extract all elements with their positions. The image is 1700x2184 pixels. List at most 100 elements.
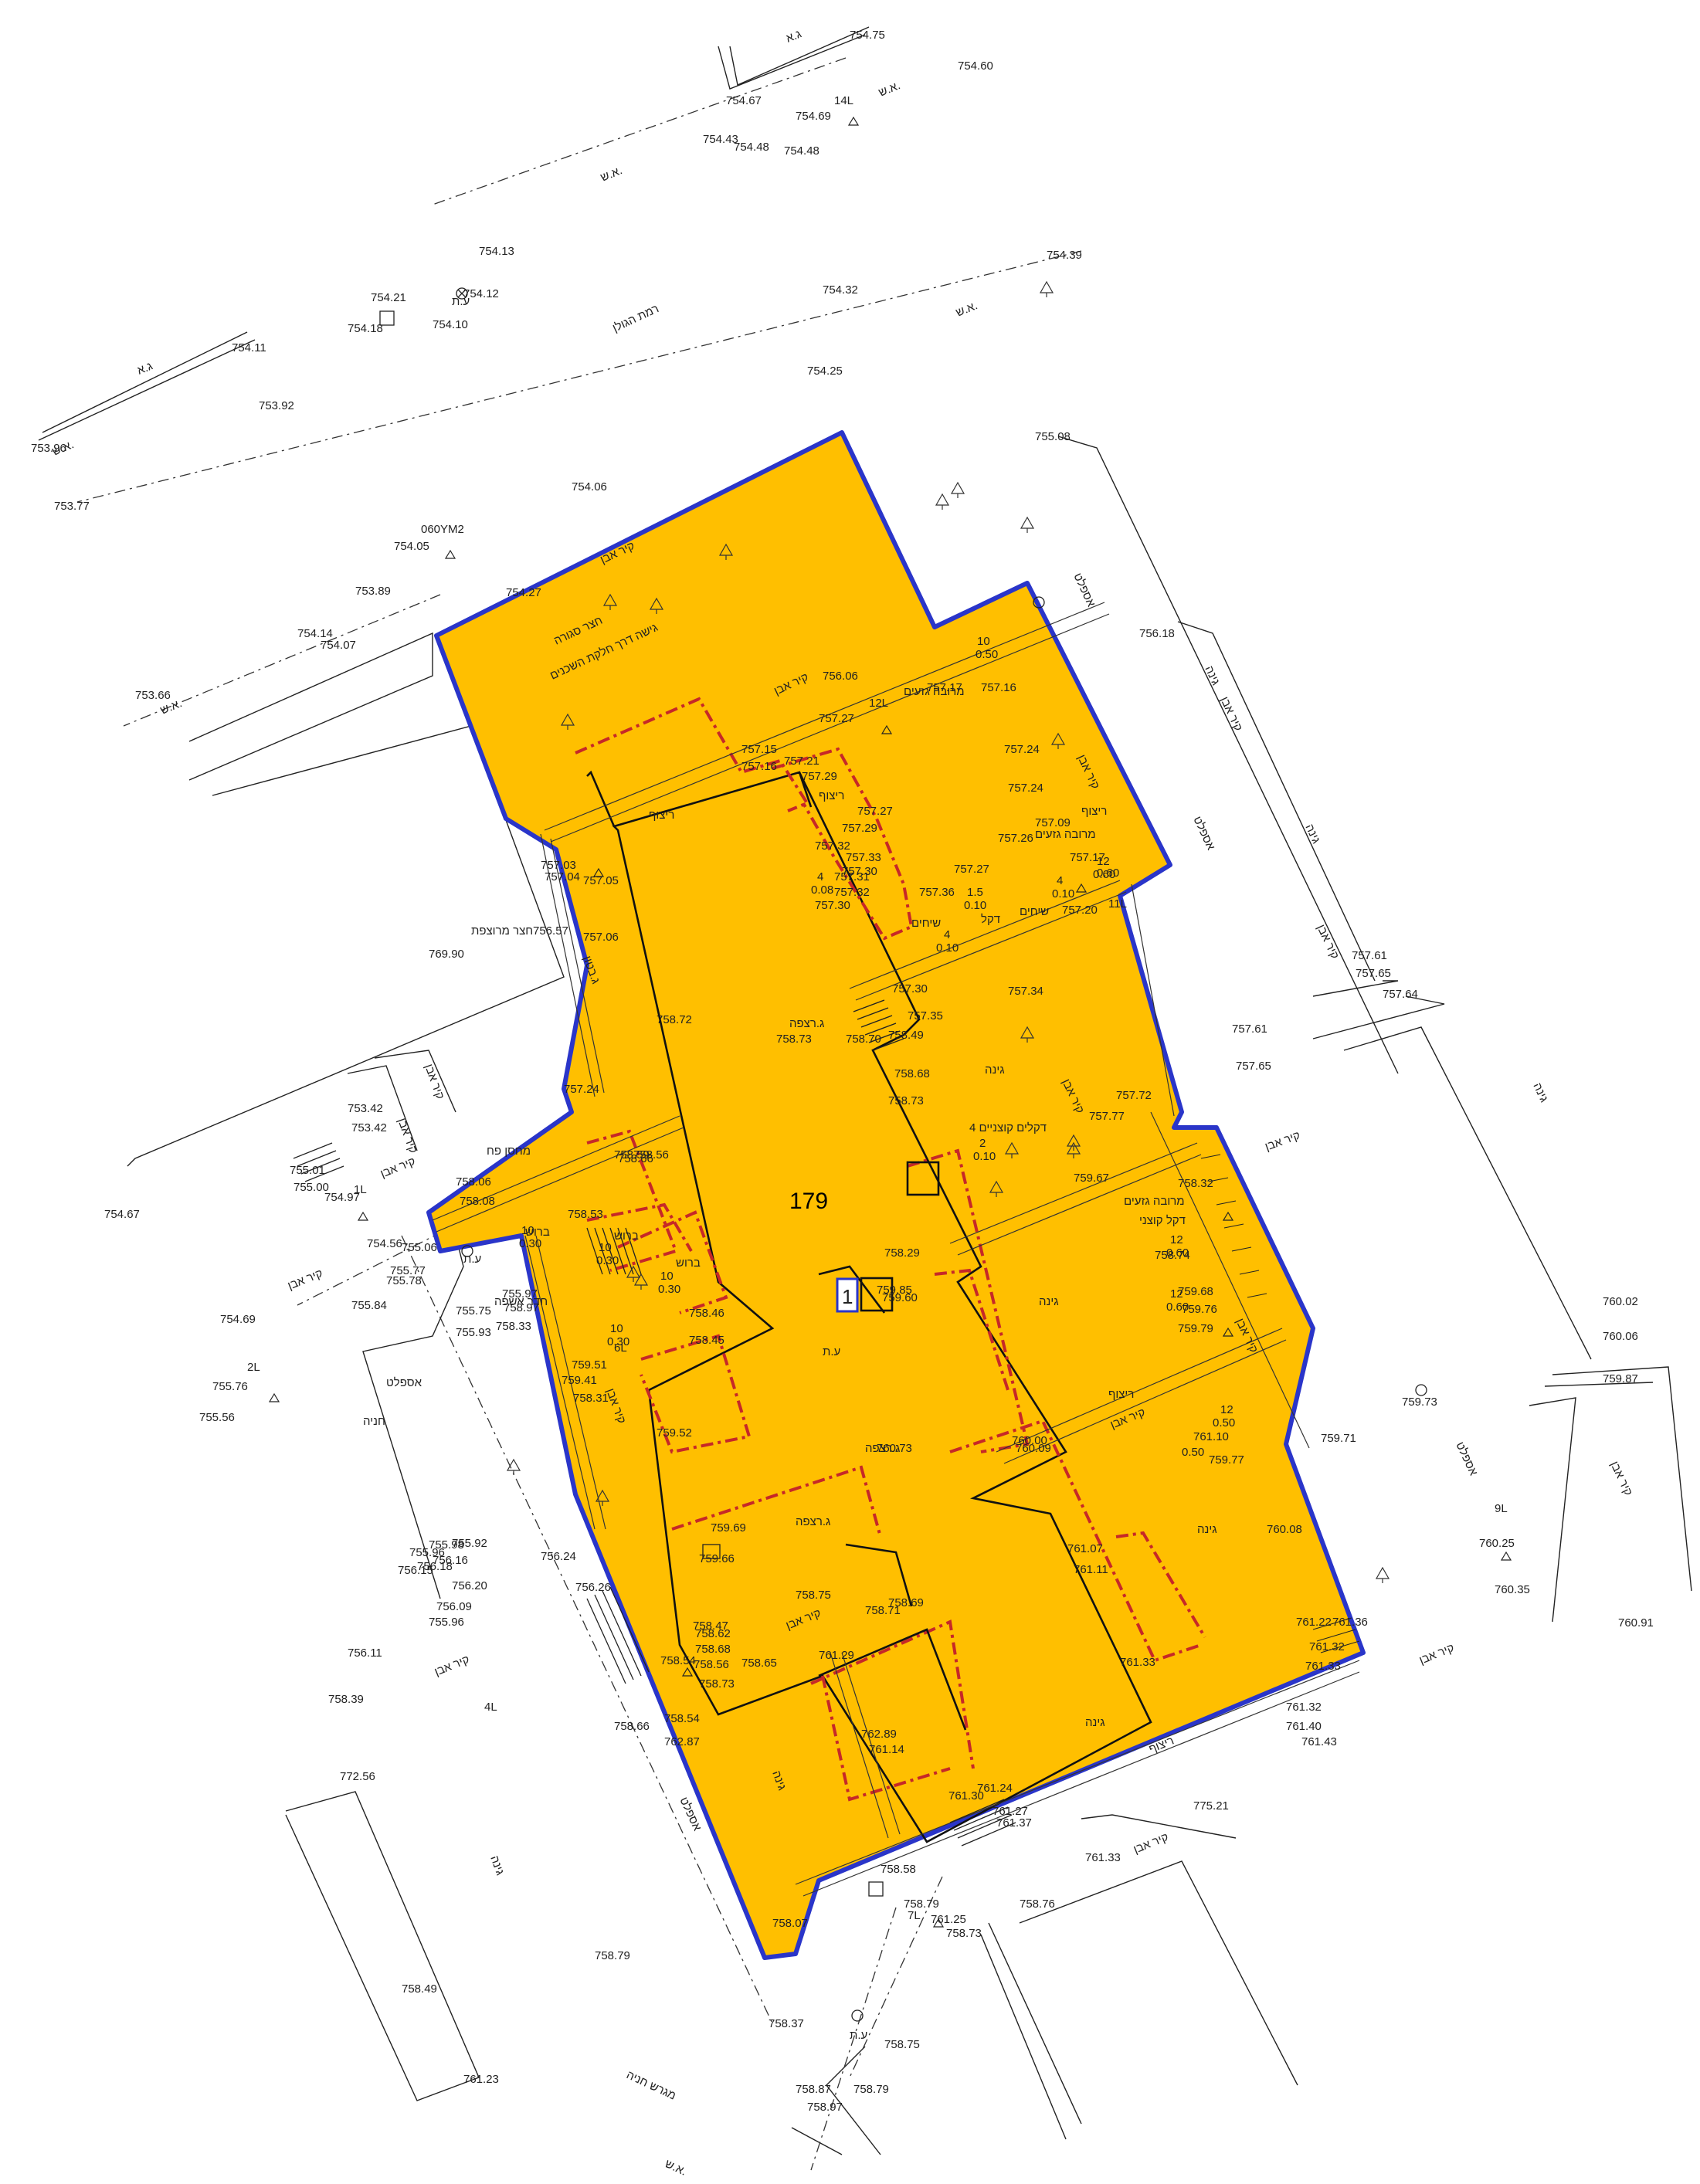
elevation-label: 754.32 bbox=[823, 283, 858, 297]
elevation-label: 754.48 bbox=[784, 144, 819, 158]
label-lawn-area: מרובה גזעים bbox=[1124, 1195, 1185, 1208]
elevation-label: 758.68 bbox=[695, 1643, 731, 1656]
elevation-label: 758.79 bbox=[904, 1897, 939, 1911]
tree-icon bbox=[1020, 1026, 1035, 1043]
elevation-label: 762.87 bbox=[664, 1735, 700, 1748]
tree-icon bbox=[1039, 280, 1054, 297]
elevation-label: 9L bbox=[1495, 1502, 1508, 1515]
elevation-label: 757.24 bbox=[1004, 743, 1040, 756]
elevation-label: 4L bbox=[484, 1701, 497, 1714]
parcel-badge: 1 bbox=[842, 1285, 853, 1308]
label-stone-wall: קיר אבן bbox=[378, 1155, 417, 1181]
elevation-label: 758.97 bbox=[504, 1301, 539, 1314]
elevation-label: 756.06 bbox=[823, 670, 858, 683]
elevation-label: 757.77 bbox=[1089, 1110, 1125, 1123]
tree-icons bbox=[506, 280, 1390, 1583]
elevation-label: 757.24 bbox=[1008, 782, 1043, 795]
label-garden: גינה bbox=[1202, 664, 1222, 687]
elevation-label: 769.90 bbox=[429, 948, 464, 961]
elevation-label: 760.35 bbox=[1495, 1583, 1530, 1596]
elevation-label: 761.36 bbox=[1332, 1616, 1368, 1629]
label-tap: ברוש bbox=[676, 1256, 701, 1270]
elevation-label: 756.15 bbox=[398, 1564, 433, 1577]
street-asphalt: אספלט bbox=[386, 1376, 422, 1389]
elevation-label: 754.27 bbox=[506, 586, 541, 599]
elevation-label: 754.05 bbox=[394, 540, 429, 553]
elevation-label: 757.06 bbox=[583, 931, 619, 944]
elevation-label: 757.65 bbox=[1356, 967, 1391, 980]
tree-icon bbox=[1066, 1141, 1081, 1158]
street-curb: ג.א bbox=[135, 359, 154, 377]
street-sidewalk: א.ש. bbox=[877, 79, 902, 100]
elevation-label: 759.52 bbox=[657, 1426, 692, 1440]
label-stone-wall: קיר אבן bbox=[422, 1063, 446, 1101]
elevation-label: 761.25 bbox=[931, 1913, 966, 1926]
manhole-icon bbox=[1415, 1384, 1427, 1396]
elevation-label: 757.20 bbox=[1062, 904, 1098, 917]
label-bushes: שיחים bbox=[1020, 905, 1049, 918]
label-garden: גינה bbox=[1039, 1295, 1059, 1308]
elevation-label: 757.09 bbox=[1035, 816, 1071, 829]
label-garden: גינה bbox=[985, 1063, 1005, 1077]
elevation-label: 755.97 bbox=[502, 1287, 538, 1301]
elevation-label: 754.06 bbox=[572, 480, 607, 493]
elevation-label: 758.66 bbox=[614, 1720, 650, 1733]
elevation-label: 760.25 bbox=[1479, 1537, 1515, 1550]
elevation-label: 757.36 bbox=[919, 886, 955, 899]
elevation-label: 755.00 bbox=[294, 1181, 329, 1194]
manhole-icon bbox=[456, 287, 468, 300]
label-paving: ריצוף bbox=[649, 809, 674, 822]
survey-point-icon bbox=[681, 1667, 694, 1677]
elevation-label: 755.96 bbox=[409, 1546, 445, 1559]
label-garden: גינה bbox=[487, 1854, 507, 1877]
grid-values: 10 0.50 4 0.08 4 0.10 1.5 0.10 4 0.10 12… bbox=[519, 635, 1235, 1429]
label-trash-room: חדר אשפה bbox=[494, 1295, 548, 1308]
grid-value: 0.30 bbox=[607, 1335, 629, 1348]
elevation-label: 754.69 bbox=[220, 1313, 256, 1326]
grid-value: 10 bbox=[660, 1270, 674, 1283]
elevation-label: 755.78 bbox=[386, 1274, 422, 1287]
elevation-label: 758.73 bbox=[699, 1677, 735, 1691]
label-tiled-yard: חצר מרוצפת bbox=[471, 924, 533, 938]
elevation-label: 754.60 bbox=[958, 59, 993, 73]
elevation-label: 761.24 bbox=[977, 1782, 1013, 1795]
elevation-label: 753.66 bbox=[135, 689, 171, 702]
tree-icon bbox=[560, 713, 575, 730]
label-garden: גינה bbox=[1085, 1716, 1105, 1729]
elevation-label: 11L bbox=[1108, 897, 1127, 911]
elevation-label: 758.47 bbox=[693, 1619, 728, 1633]
elevation-label: 754.48 bbox=[734, 141, 769, 154]
elevation-label: 759.69 bbox=[711, 1521, 746, 1535]
elevation-label: 756.18 bbox=[417, 1560, 453, 1573]
elevation-label: 12L bbox=[869, 697, 888, 710]
street-parking-lot: מגרש חניה bbox=[624, 2068, 677, 2102]
elevation-label: 761.30 bbox=[948, 1789, 984, 1802]
elevation-label: 758.45 bbox=[689, 1334, 724, 1347]
building-footprint[interactable] bbox=[612, 771, 1152, 1843]
elevation-label: 757.05 bbox=[583, 874, 619, 887]
label-stone-wall: קיר אבן bbox=[1314, 923, 1341, 961]
tree-icon bbox=[1066, 1134, 1081, 1151]
elevation-label: 758.69 bbox=[888, 1596, 924, 1609]
elevation-label: 753.42 bbox=[351, 1121, 387, 1134]
grid-value: 0.30 bbox=[596, 1254, 619, 1267]
elevation-label: 754.56 bbox=[367, 1237, 402, 1250]
plot-boundary[interactable] bbox=[426, 430, 1366, 1960]
elevation-label: 758.74 bbox=[1155, 1249, 1190, 1262]
parcel-badge-box[interactable] bbox=[836, 1277, 859, 1313]
label-manhole: ע.ת bbox=[850, 2029, 867, 2042]
label-stone-wall: קיר אבן bbox=[286, 1267, 324, 1293]
elevation-label: 757.32 bbox=[815, 839, 850, 853]
elevation-label: 758.71 bbox=[865, 1604, 901, 1617]
elevation-label: 761.22 bbox=[1296, 1616, 1332, 1629]
elevation-label: 775.21 bbox=[1193, 1799, 1229, 1813]
stand-icon bbox=[702, 1544, 721, 1559]
elevation-label: 758.65 bbox=[741, 1657, 777, 1670]
elevation-label: 756.57 bbox=[533, 924, 568, 938]
tree-icon bbox=[1020, 516, 1035, 533]
street-sidewalk: א.ש. bbox=[599, 164, 624, 185]
elevation-label: 757.30 bbox=[815, 899, 850, 912]
elevation-label: 757.03 bbox=[541, 859, 576, 872]
elevation-label: 761.40 bbox=[1286, 1720, 1322, 1733]
manhole-icon bbox=[1033, 596, 1045, 609]
